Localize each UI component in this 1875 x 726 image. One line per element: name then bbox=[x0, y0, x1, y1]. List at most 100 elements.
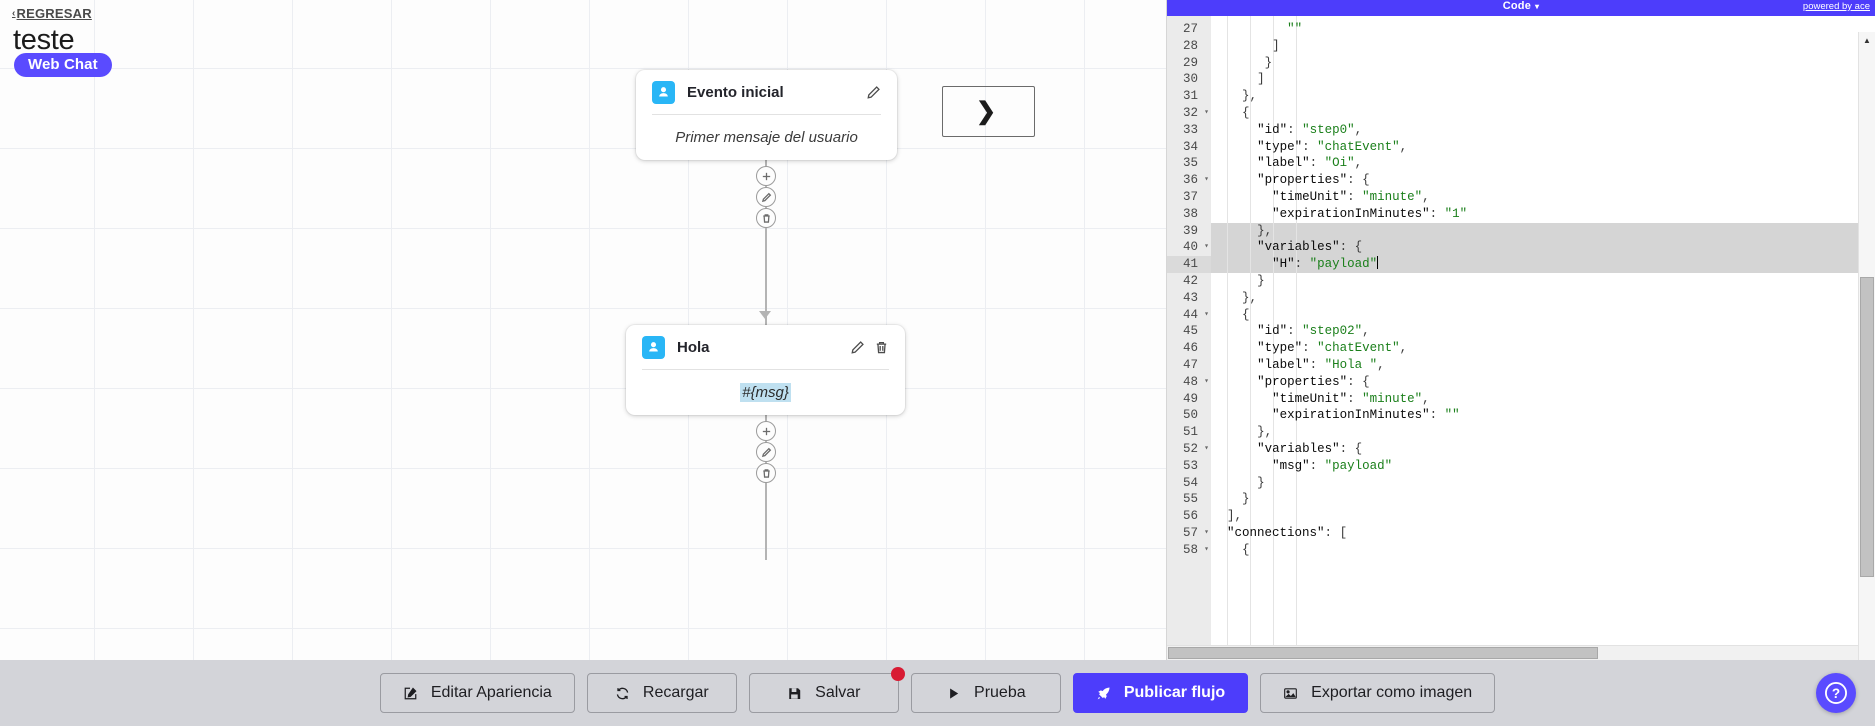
code-line[interactable]: ] bbox=[1257, 72, 1265, 87]
code-line[interactable]: "timeUnit": "minute", bbox=[1272, 189, 1430, 204]
line-number[interactable]: 38 bbox=[1182, 206, 1198, 221]
back-link[interactable]: ‹ REGRESAR bbox=[12, 6, 92, 21]
line-number[interactable]: 53 bbox=[1182, 458, 1198, 473]
fold-toggle-icon[interactable]: ▾ bbox=[1204, 443, 1209, 453]
code-line[interactable]: }, bbox=[1257, 425, 1273, 440]
flow-node-evento-inicial[interactable]: Evento inicial Primer mensaje del usuari… bbox=[636, 70, 897, 160]
line-number[interactable]: 45 bbox=[1182, 324, 1198, 339]
code-line[interactable]: "type": "chatEvent", bbox=[1257, 341, 1408, 356]
line-number[interactable]: 49 bbox=[1182, 391, 1198, 406]
code-line[interactable]: } bbox=[1242, 492, 1250, 507]
line-number[interactable]: 48▾ bbox=[1182, 374, 1209, 389]
code-line[interactable]: "variables": { bbox=[1211, 239, 1875, 257]
code-line[interactable]: "type": "chatEvent", bbox=[1257, 139, 1408, 154]
line-number[interactable]: 37 bbox=[1182, 189, 1198, 204]
line-number[interactable]: 46 bbox=[1182, 341, 1198, 356]
code-line[interactable]: ], bbox=[1227, 509, 1243, 524]
line-number[interactable]: 28 bbox=[1182, 38, 1198, 53]
connector-actions-1[interactable] bbox=[756, 166, 776, 229]
line-number[interactable]: 39 bbox=[1182, 223, 1198, 238]
code-line[interactable]: "connections": [ bbox=[1227, 525, 1348, 540]
code-line[interactable]: }, bbox=[1211, 222, 1875, 240]
toolbar-button-salvar[interactable]: Salvar bbox=[748, 667, 905, 713]
code-horizontal-scrollbar[interactable] bbox=[1167, 645, 1858, 660]
delete-connection-button-1[interactable] bbox=[756, 208, 776, 228]
toolbar-button-exportar-como-imagen[interactable]: Exportar como imagen bbox=[1260, 673, 1496, 713]
line-number[interactable]: 34 bbox=[1182, 139, 1198, 154]
powered-by-ace-link[interactable]: powered by ace bbox=[1802, 1, 1870, 12]
node-actions[interactable] bbox=[866, 85, 881, 100]
code-line[interactable]: "id": "step02", bbox=[1257, 324, 1370, 339]
code-line[interactable]: "properties": { bbox=[1257, 374, 1370, 389]
edit-connection-button-1[interactable] bbox=[756, 187, 776, 207]
line-number[interactable]: 31 bbox=[1182, 89, 1198, 104]
add-step-button-1[interactable] bbox=[756, 166, 776, 186]
code-line[interactable]: "H": "payload" bbox=[1211, 256, 1875, 273]
scrollbar-thumb[interactable] bbox=[1860, 277, 1874, 577]
line-number[interactable]: 50 bbox=[1182, 408, 1198, 423]
code-line[interactable]: "" bbox=[1287, 22, 1303, 36]
add-step-button-2[interactable] bbox=[756, 421, 776, 441]
line-number[interactable]: 55 bbox=[1182, 492, 1198, 507]
node-actions[interactable] bbox=[850, 340, 889, 355]
line-number[interactable]: 47 bbox=[1182, 357, 1198, 372]
hscrollbar-thumb[interactable] bbox=[1168, 647, 1598, 659]
line-number[interactable]: 35 bbox=[1182, 156, 1198, 171]
code-line[interactable]: } bbox=[1257, 273, 1265, 288]
code-panel-title-dropdown[interactable]: Code ▾ bbox=[1503, 0, 1540, 12]
flow-node-hola[interactable]: Hola #{msg} bbox=[626, 325, 905, 415]
line-number[interactable]: 42 bbox=[1182, 273, 1198, 288]
code-line[interactable]: "expirationInMinutes": "1" bbox=[1272, 206, 1468, 221]
help-button[interactable]: ? bbox=[1816, 673, 1856, 713]
code-line[interactable]: { bbox=[1242, 542, 1250, 557]
edit-icon[interactable] bbox=[850, 340, 865, 355]
line-number[interactable]: 44▾ bbox=[1182, 307, 1209, 322]
line-number[interactable]: 57▾ bbox=[1182, 525, 1209, 540]
code-line[interactable]: }, bbox=[1242, 89, 1258, 104]
line-number[interactable]: 36▾ bbox=[1182, 173, 1209, 188]
toolbar-button-prueba[interactable]: Prueba bbox=[910, 673, 1061, 713]
fold-toggle-icon[interactable]: ▾ bbox=[1204, 175, 1209, 185]
line-number[interactable]: 30 bbox=[1182, 72, 1198, 87]
code-line[interactable]: "expirationInMinutes": "" bbox=[1272, 408, 1460, 423]
line-number[interactable]: 56 bbox=[1182, 509, 1198, 524]
line-number[interactable]: 33 bbox=[1182, 122, 1198, 137]
fold-widget-highlight[interactable]: ❯ bbox=[942, 86, 1035, 137]
code-line[interactable]: "id": "step0", bbox=[1257, 122, 1363, 137]
fold-toggle-icon[interactable]: ▾ bbox=[1204, 309, 1209, 319]
fold-toggle-icon[interactable]: ▾ bbox=[1204, 376, 1209, 386]
code-line[interactable]: "label": "Oi", bbox=[1257, 156, 1363, 171]
code-vertical-scrollbar[interactable]: ▲ bbox=[1858, 32, 1875, 660]
toolbar-button-recargar[interactable]: Recargar bbox=[586, 673, 737, 713]
line-number[interactable]: 54 bbox=[1182, 475, 1198, 490]
line-number[interactable]: 29 bbox=[1182, 55, 1198, 70]
line-number[interactable]: 40▾ bbox=[1182, 240, 1209, 255]
toolbar-button-editar-apariencia[interactable]: Editar Apariencia bbox=[379, 673, 575, 713]
line-number[interactable]: 41 bbox=[1167, 256, 1211, 273]
code-line[interactable]: } bbox=[1264, 55, 1273, 70]
fold-toggle-icon[interactable]: ▾ bbox=[1204, 544, 1209, 554]
code-text-area[interactable]: "" ] } ] }, { "id": "step0", "type": "ch… bbox=[1211, 16, 1875, 660]
line-number[interactable]: 32▾ bbox=[1182, 105, 1209, 120]
fold-toggle-icon[interactable]: ▾ bbox=[1204, 527, 1209, 537]
line-number[interactable]: 58▾ bbox=[1182, 542, 1209, 557]
code-line[interactable]: { bbox=[1242, 105, 1250, 120]
fold-toggle-icon[interactable]: ▾ bbox=[1204, 242, 1209, 252]
fold-toggle-icon[interactable]: ▾ bbox=[1204, 107, 1209, 117]
edit-connection-button-2[interactable] bbox=[756, 442, 776, 462]
line-number[interactable]: 51 bbox=[1182, 425, 1198, 440]
code-line[interactable]: "label": "Hola ", bbox=[1257, 357, 1385, 372]
line-number[interactable]: 27 bbox=[1182, 22, 1198, 36]
scroll-up-icon[interactable]: ▲ bbox=[1863, 36, 1871, 45]
delete-connection-button-2[interactable] bbox=[756, 463, 776, 483]
code-line[interactable]: "msg": "payload" bbox=[1272, 458, 1393, 473]
line-number[interactable]: 52▾ bbox=[1182, 441, 1209, 456]
code-line[interactable]: } bbox=[1257, 475, 1265, 490]
flow-canvas[interactable]: ‹ REGRESAR teste Web Chat bbox=[0, 0, 1166, 660]
connector-actions-2[interactable] bbox=[756, 421, 776, 484]
code-line[interactable]: "variables": { bbox=[1257, 441, 1363, 456]
code-line[interactable]: }, bbox=[1242, 290, 1258, 305]
